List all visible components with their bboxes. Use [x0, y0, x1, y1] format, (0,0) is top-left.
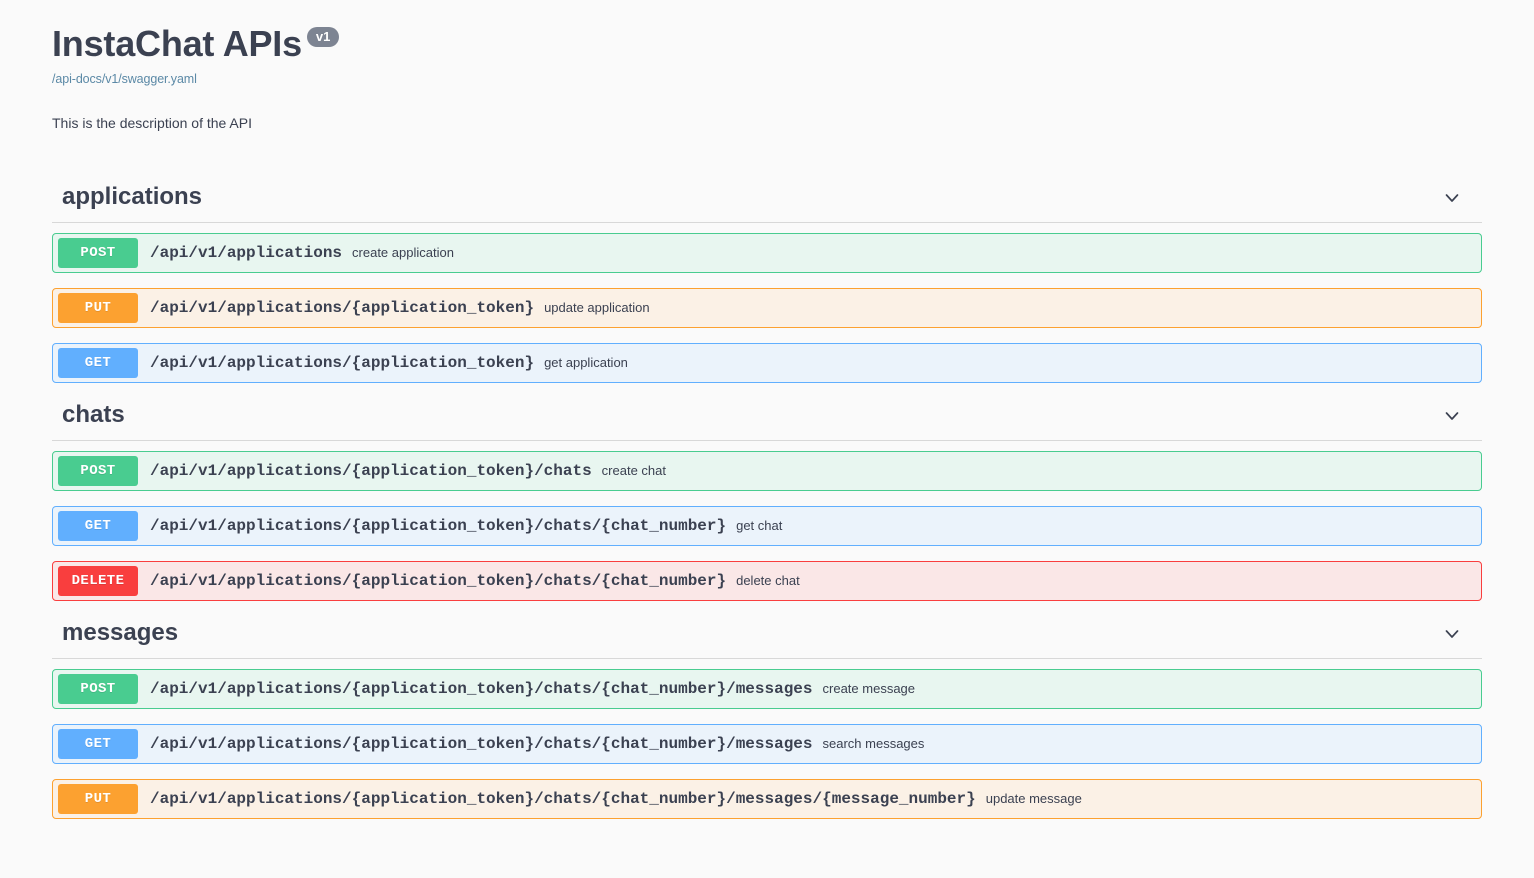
chevron-down-icon[interactable] — [1442, 406, 1462, 426]
operation-summary: create application — [352, 245, 454, 261]
operation-row[interactable]: GET/api/v1/applications/{application_tok… — [52, 723, 1482, 764]
operation-row[interactable]: POST/api/v1/applications/{application_to… — [52, 668, 1482, 709]
operation-method-badge: PUT — [58, 783, 138, 814]
operation-method-badge: POST — [58, 673, 138, 704]
operation-summary: create message — [822, 681, 916, 697]
version-badge: v1 — [306, 27, 340, 47]
tag-header-chats[interactable]: chats — [52, 398, 1482, 441]
operation-method-badge: GET — [58, 510, 138, 541]
operation-path: /api/v1/applications — [150, 243, 343, 262]
title-row: InstaChat APIs v1 — [52, 22, 1534, 66]
operation-path: /api/v1/applications/{application_token}… — [150, 461, 592, 480]
operation-summary: get application — [544, 355, 628, 371]
tag-name: messages — [62, 619, 179, 647]
page-title: InstaChat APIs — [52, 23, 302, 64]
operation-path: /api/v1/applications/{application_token}… — [150, 789, 976, 808]
operation-row[interactable]: PUT/api/v1/applications/{application_tok… — [52, 287, 1482, 328]
operation-row[interactable]: GET/api/v1/applications/{application_tok… — [52, 505, 1482, 546]
tag-header-applications[interactable]: applications — [52, 180, 1482, 223]
spec-url-link[interactable]: /api-docs/v1/swagger.yaml — [52, 72, 197, 86]
operation-summary: update application — [544, 300, 650, 316]
api-description: This is the description of the API — [52, 115, 252, 131]
tag-name: applications — [62, 183, 203, 211]
operation-path: /api/v1/applications/{application_token}… — [150, 734, 813, 753]
operation-summary: search messages — [822, 736, 925, 752]
operation-path: /api/v1/applications/{application_token}… — [150, 679, 813, 698]
operation-method-badge: POST — [58, 455, 138, 486]
tag-name: chats — [62, 401, 125, 429]
operation-row[interactable]: DELETE/api/v1/applications/{application_… — [52, 560, 1482, 601]
operation-path: /api/v1/applications/{application_token}… — [150, 516, 727, 535]
operation-row[interactable]: POST/api/v1/applications create applicati… — [52, 232, 1482, 273]
api-info-block: InstaChat APIs v1 /api-docs/v1/swagger.y… — [0, 0, 1534, 134]
operation-method-badge: GET — [58, 347, 138, 378]
operation-summary: create chat — [601, 463, 666, 479]
operation-path: /api/v1/applications/{application_token}… — [150, 571, 727, 590]
operation-path: /api/v1/applications/{application_token} — [150, 353, 535, 372]
chevron-down-icon[interactable] — [1442, 624, 1462, 644]
operation-method-badge: PUT — [58, 292, 138, 323]
chevron-down-icon[interactable] — [1442, 188, 1462, 208]
operation-summary: get chat — [736, 518, 783, 534]
operation-row[interactable]: PUT/api/v1/applications/{application_tok… — [52, 778, 1482, 819]
operation-method-badge: DELETE — [58, 565, 138, 596]
operation-method-badge: POST — [58, 237, 138, 268]
operation-row[interactable]: POST/api/v1/applications/{application_to… — [52, 450, 1482, 491]
tag-header-messages[interactable]: messages — [52, 616, 1482, 659]
operation-path: /api/v1/applications/{application_token} — [150, 298, 535, 317]
operation-summary: update message — [985, 791, 1082, 807]
operation-summary: delete chat — [736, 573, 800, 589]
operation-row[interactable]: GET/api/v1/applications/{application_tok… — [52, 342, 1482, 383]
operation-method-badge: GET — [58, 728, 138, 759]
